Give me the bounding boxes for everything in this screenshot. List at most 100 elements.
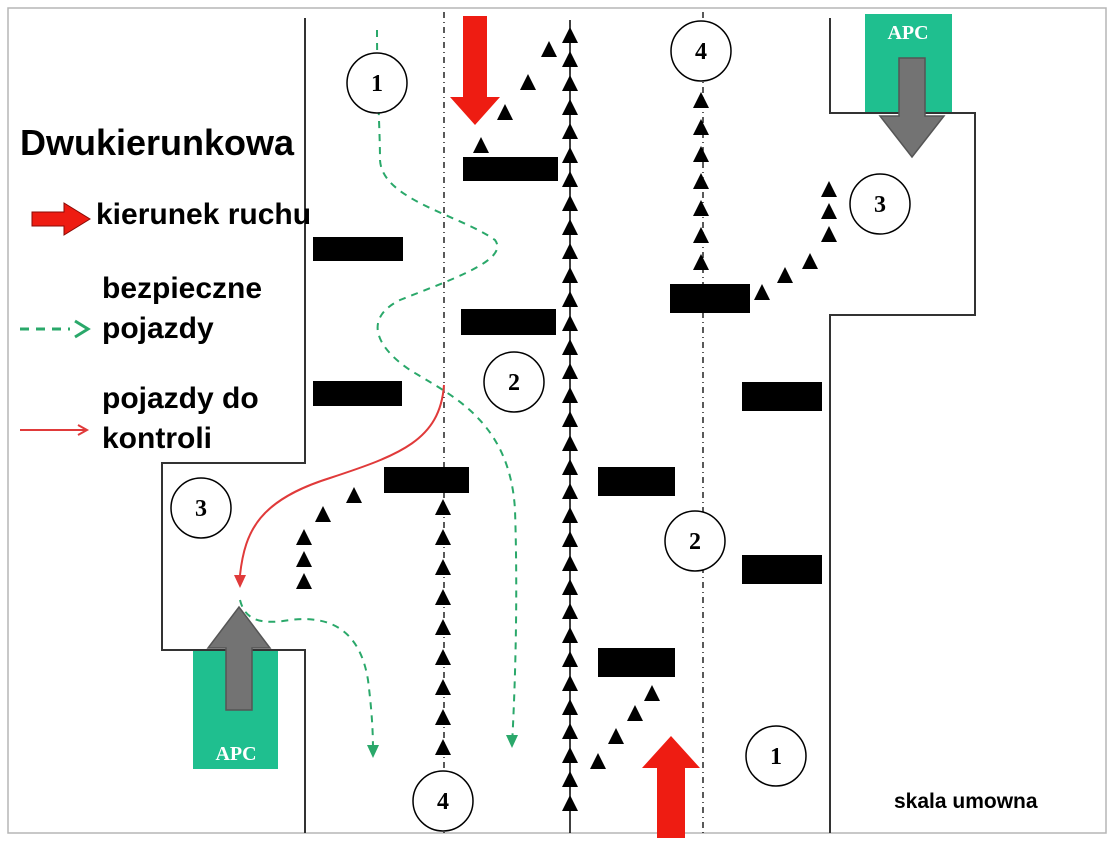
traffic-cone <box>562 411 578 427</box>
traffic-cone <box>435 679 451 695</box>
traffic-cone <box>693 200 709 216</box>
traffic-cone <box>296 529 312 545</box>
traffic-cone <box>562 123 578 139</box>
diagram-frame <box>7 7 1107 834</box>
traffic-cone <box>562 147 578 163</box>
traffic-cone <box>821 181 837 197</box>
traffic-cone <box>693 254 709 270</box>
marker-2-right: 2 <box>664 510 726 572</box>
legend-control-label-line1: pojazdy do <box>102 382 259 415</box>
legend-safe-arrowhead-icon <box>74 319 91 339</box>
traffic-cone <box>520 74 536 90</box>
barrier <box>313 381 402 406</box>
traffic-cone <box>562 435 578 451</box>
traffic-cone <box>693 119 709 135</box>
safe-path-1-arrowhead <box>506 735 518 748</box>
traffic-cone <box>435 499 451 515</box>
traffic-cone <box>296 551 312 567</box>
traffic-cone <box>562 51 578 67</box>
traffic-cone <box>562 507 578 523</box>
traffic-cone <box>562 795 578 811</box>
traffic-cone <box>693 227 709 243</box>
marker-3-left: 3 <box>170 477 232 539</box>
traffic-cone <box>562 555 578 571</box>
traffic-cone <box>802 253 818 269</box>
traffic-cone <box>562 699 578 715</box>
svg-text:2: 2 <box>508 370 520 396</box>
svg-text:1: 1 <box>371 71 383 97</box>
legend-direction-arrow-icon <box>31 202 91 236</box>
traffic-cone <box>435 589 451 605</box>
traffic-cone <box>821 203 837 219</box>
barrier <box>742 382 822 411</box>
safe-path-1 <box>376 29 518 746</box>
marker-3-right: 3 <box>849 173 911 235</box>
traffic-cone <box>821 226 837 242</box>
marker-2-left: 2 <box>483 351 545 413</box>
traffic-cone <box>435 619 451 635</box>
traffic-cone <box>693 92 709 108</box>
control-path <box>239 384 445 576</box>
traffic-cone <box>562 171 578 187</box>
barrier <box>598 648 675 677</box>
traffic-cone <box>627 705 643 721</box>
traffic-cone <box>541 41 557 57</box>
traffic-cone <box>562 315 578 331</box>
traffic-cone <box>296 573 312 589</box>
red-arrow-down <box>450 16 500 125</box>
barrier <box>742 555 822 584</box>
control-path-arrowhead <box>234 575 246 588</box>
red-arrow-up <box>642 736 700 838</box>
traffic-cone <box>562 267 578 283</box>
gray-arrow-down <box>878 57 946 159</box>
traffic-cone <box>562 651 578 667</box>
legend-direction-label: kierunek ruchu <box>96 198 312 231</box>
barrier <box>463 157 558 181</box>
traffic-cone <box>693 173 709 189</box>
traffic-cone <box>562 459 578 475</box>
barrier <box>598 467 675 496</box>
traffic-cone <box>435 739 451 755</box>
traffic-cone <box>608 728 624 744</box>
legend-safe-label-line1: bezpieczne <box>102 272 263 305</box>
barrier <box>384 467 469 493</box>
traffic-cone <box>497 104 513 120</box>
traffic-cone <box>562 291 578 307</box>
traffic-cone <box>562 339 578 355</box>
legend-control-label-line2: kontroli <box>102 422 212 455</box>
svg-text:3: 3 <box>874 192 886 218</box>
traffic-cone <box>777 267 793 283</box>
traffic-cone <box>562 627 578 643</box>
traffic-cone <box>562 675 578 691</box>
safe-path-2 <box>239 599 374 756</box>
traffic-cone <box>562 603 578 619</box>
apc-top-label: APC <box>887 22 928 44</box>
traffic-cone <box>562 483 578 499</box>
traffic-cone <box>754 284 770 300</box>
barriers <box>313 157 822 677</box>
traffic-cone <box>562 27 578 43</box>
traffic-cone <box>644 685 660 701</box>
svg-text:2: 2 <box>689 529 701 555</box>
traffic-cone <box>562 723 578 739</box>
diagram-title: Dwukierunkowa <box>20 122 295 163</box>
traffic-cone <box>562 243 578 259</box>
traffic-cone <box>473 137 489 153</box>
traffic-cone <box>435 709 451 725</box>
traffic-cone <box>562 363 578 379</box>
svg-text:3: 3 <box>195 496 207 522</box>
safe-path-2-arrowhead <box>367 745 379 758</box>
traffic-cone <box>562 747 578 763</box>
marker-1-bottom: 1 <box>745 725 807 787</box>
marker-4-bottom: 4 <box>412 770 474 832</box>
traffic-cone <box>346 487 362 503</box>
traffic-cone <box>315 506 331 522</box>
traffic-cone <box>562 75 578 91</box>
apc-bottom-label: APC <box>215 743 256 765</box>
traffic-cone <box>562 579 578 595</box>
right-road-edge <box>829 18 976 833</box>
legend-safe-label-line2: pojazdy <box>102 312 214 345</box>
svg-text:1: 1 <box>770 744 782 770</box>
traffic-cone <box>562 99 578 115</box>
